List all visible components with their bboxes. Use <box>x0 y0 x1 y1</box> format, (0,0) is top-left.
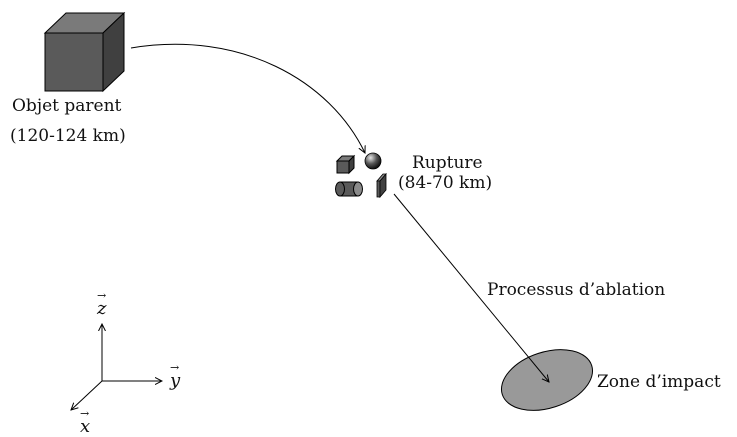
coordinate-axes <box>71 324 162 410</box>
ablation-process-label: Processus d’ablation <box>487 280 666 300</box>
axis-y-label: y <box>170 362 180 390</box>
ablation-trajectory-arrow <box>393 193 549 382</box>
axis-x-label: x <box>80 408 90 436</box>
impact-zone-label: Zone d’impact <box>597 372 721 392</box>
parent-altitude-label: (120-124 km) <box>10 126 126 146</box>
fragment-cylinder-icon <box>335 181 363 197</box>
rupture-label: Rupture <box>412 153 483 173</box>
fragment-sphere-icon <box>364 152 382 170</box>
axis-x-arrow <box>71 380 103 410</box>
rupture-altitude-label: (84-70 km) <box>398 173 493 193</box>
parent-object-label: Objet parent <box>12 96 122 116</box>
trajectory-arc <box>130 43 365 153</box>
fragment-plate-icon <box>376 172 387 199</box>
axis-z-label: z <box>97 290 107 318</box>
fragment-small-cube-icon <box>335 154 356 175</box>
parent-object-cube-icon <box>43 11 126 93</box>
